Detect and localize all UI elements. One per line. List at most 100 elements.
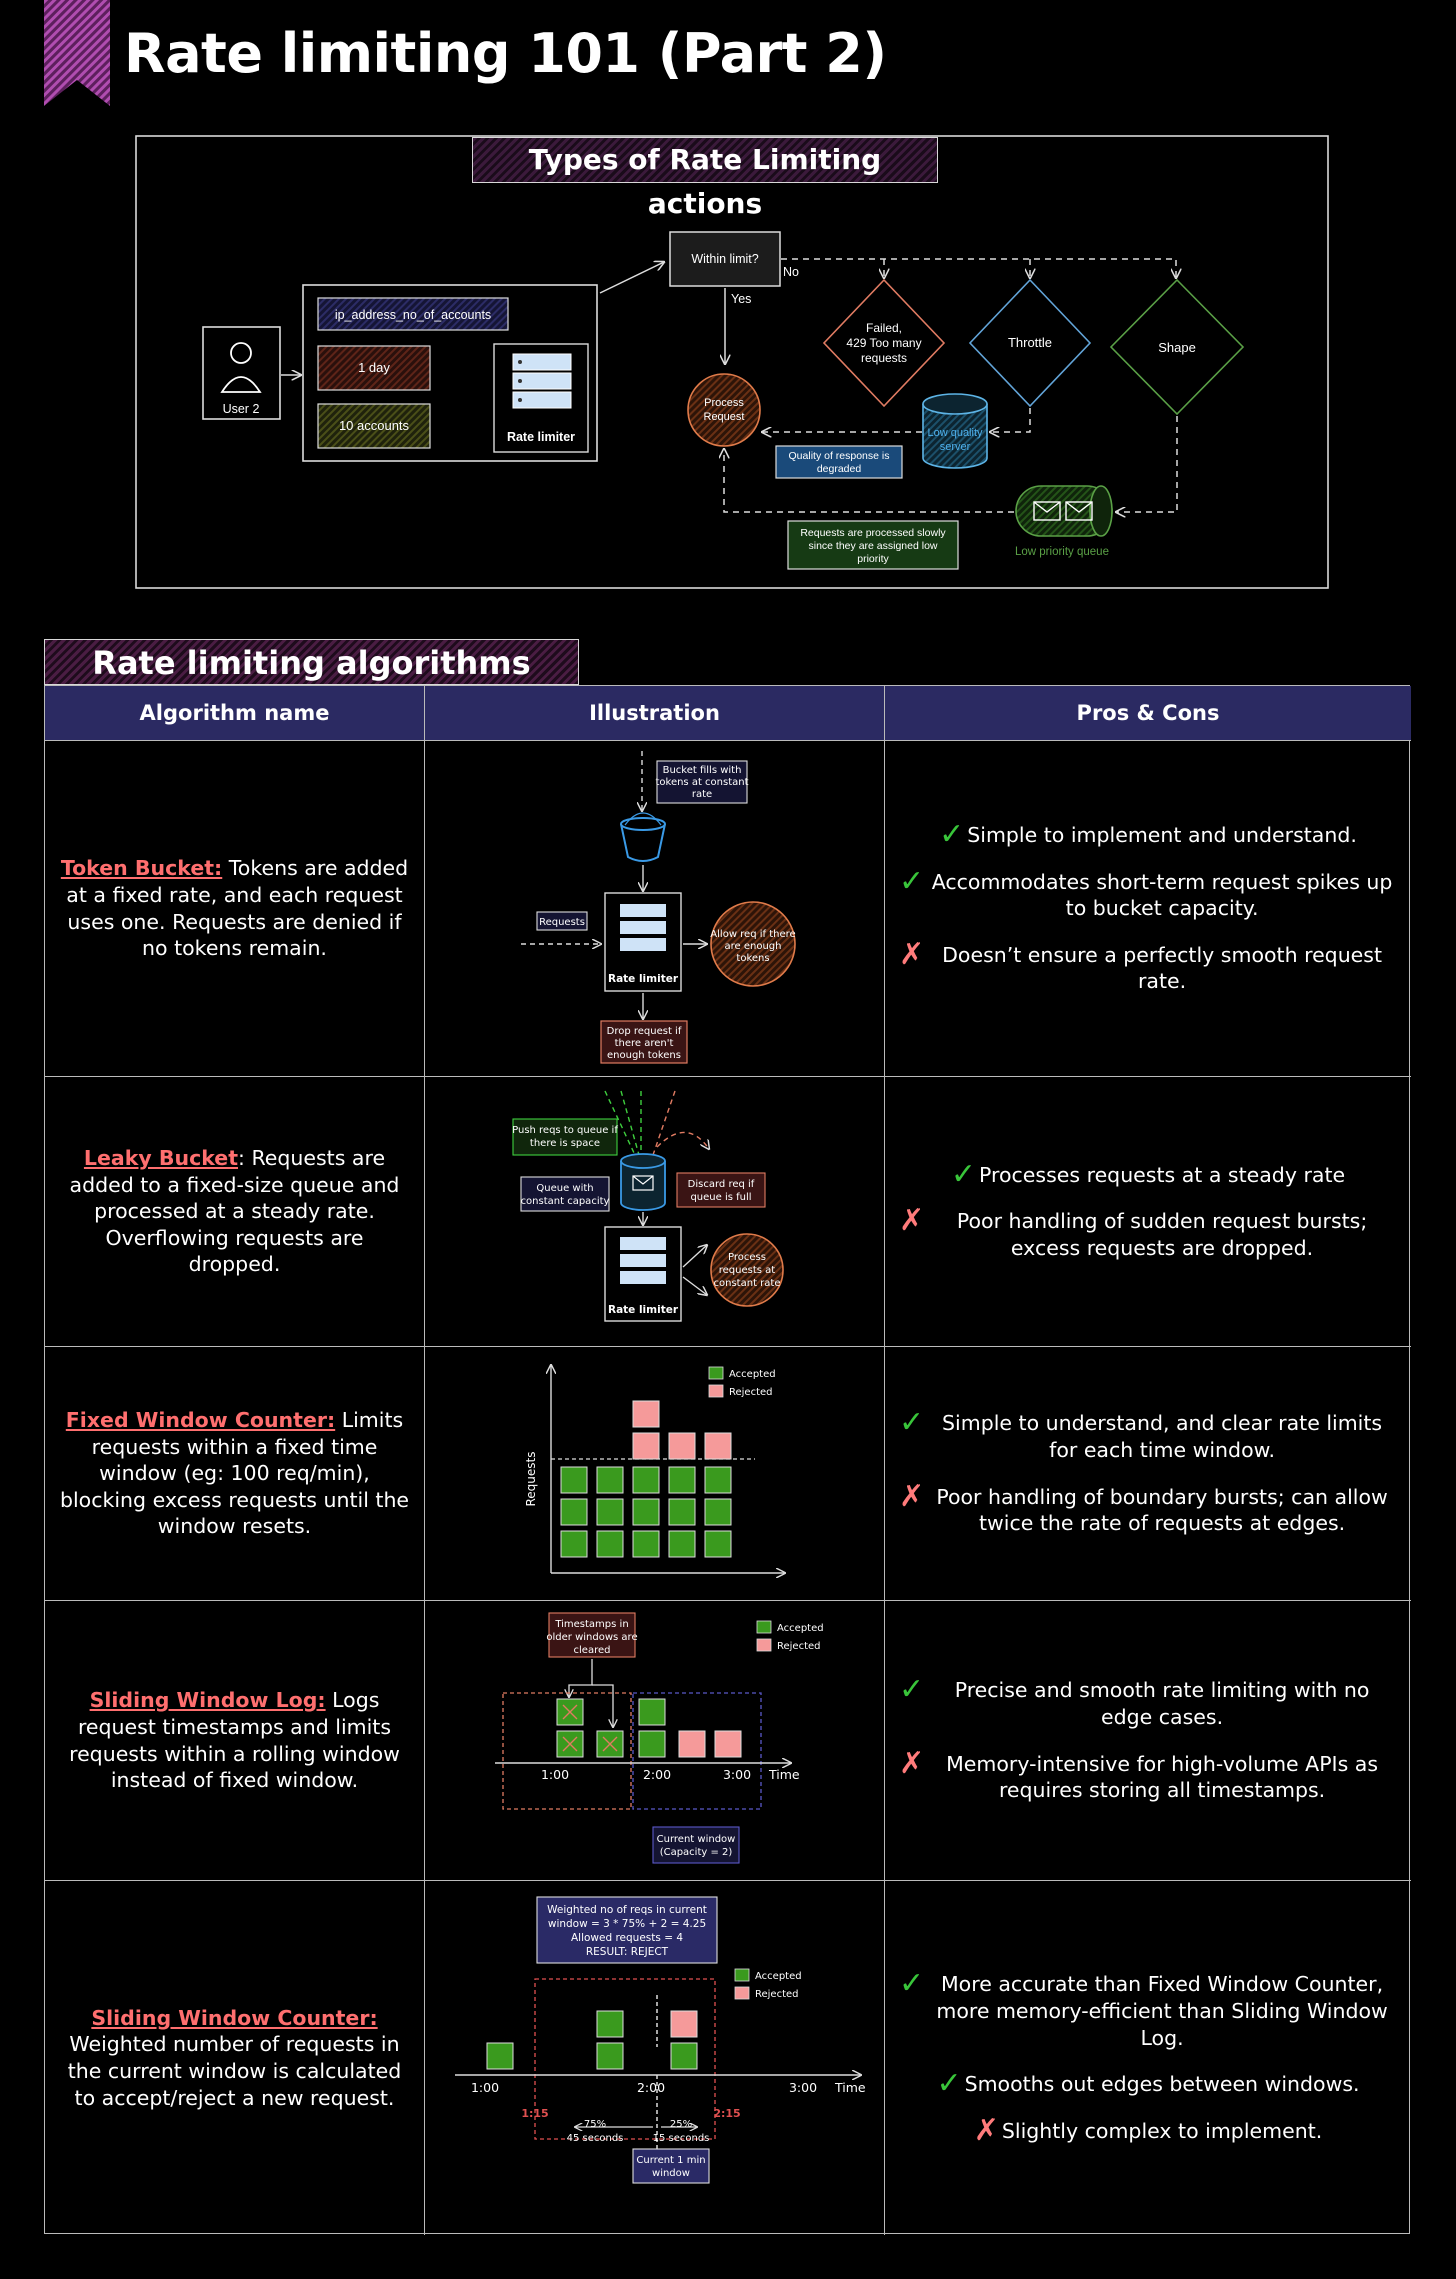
rate-limit-config-box (302, 284, 598, 462)
svg-text:Rate limiter: Rate limiter (608, 973, 679, 985)
rate-limiter-server-icon (620, 904, 666, 951)
pros-cons-cell: ✓Simple to implement and understand. ✓Ac… (885, 741, 1411, 1076)
process-request-node (687, 373, 761, 447)
svg-text:45 seconds: 45 seconds (567, 2133, 624, 2144)
leaky-bucket-illustration: Push reqs to queue if there is space Que… (512, 1090, 784, 1322)
con-item: ✗Doesn’t ensure a perfectly smooth reque… (899, 936, 1383, 994)
svg-text:rate: rate (692, 789, 712, 800)
algorithm-name: Sliding Window Counter: (91, 2005, 378, 2030)
svg-text:Timestamps in: Timestamps in (554, 1619, 628, 1630)
illustration-cell: Weighted no of reqs in current window = … (425, 1881, 885, 2235)
pros-cons-cell: ✓Simple to understand, and clear rate li… (885, 1347, 1411, 1600)
check-icon: ✓ (899, 1966, 925, 2002)
table-row: Sliding Window Counter: Weighted number … (45, 1881, 1411, 2235)
pros-cons-cell: ✓Precise and smooth rate limiting with n… (885, 1601, 1411, 1880)
svg-text:Queue with: Queue with (536, 1183, 593, 1194)
rate-limiting-actions-diagram: User 2 ip_address_no_of_accounts 1 day 1… (135, 135, 1329, 589)
svg-text:Accepted: Accepted (729, 1369, 776, 1380)
algorithm-name: Leaky Bucket (83, 1145, 239, 1170)
svg-text:priority: priority (857, 553, 889, 565)
svg-text:Rate limiter: Rate limiter (608, 1304, 679, 1316)
table-row: Token Bucket: Tokens are added at a fixe… (45, 741, 1411, 1077)
server-icon (512, 353, 572, 409)
table-row: Sliding Window Log: Logs request timesta… (45, 1601, 1411, 1881)
check-icon: ✓ (936, 2066, 962, 2102)
pro-item: ✓Precise and smooth rate limiting with n… (899, 1672, 1370, 1729)
svg-text:Drop request if: Drop request if (607, 1026, 682, 1037)
sliding-window-log-illustration: Timestamps in older windows are cleared … (495, 1612, 824, 1864)
illustration-cell: Timestamps in older windows are cleared … (425, 1601, 885, 1880)
pro-item: ✓More accurate than Fixed Window Counter… (899, 1966, 1388, 2050)
algorithm-description: Tokens are added at a fixed rate, and ea… (66, 856, 409, 961)
check-icon: ✓ (899, 1405, 925, 1441)
svg-text:cleared: cleared (574, 1645, 611, 1656)
svg-text:since they are assigned low: since they are assigned low (809, 540, 938, 552)
svg-text:Bucket fills with: Bucket fills with (663, 765, 742, 776)
cross-icon: ✗ (899, 1745, 925, 1781)
svg-text:(Capacity = 2): (Capacity = 2) (660, 1847, 733, 1858)
page-title: Rate limiting 101 (Part 2) (124, 22, 887, 85)
con-item: ✗Poor handling of sudden request bursts;… (899, 1203, 1368, 1260)
illustration-cell: Requests Accepted Rejected (425, 1347, 885, 1600)
illustration-cell: Push reqs to queue if there is space Que… (425, 1077, 885, 1346)
pro-item: ✓Processes requests at a steady rate (950, 1156, 1346, 1192)
svg-text:Rejected: Rejected (777, 1641, 821, 1652)
shape-label: Shape (1158, 340, 1196, 355)
limit-chip: 10 accounts (339, 418, 410, 433)
algorithm-description: Weighted number of requests in the curre… (67, 2032, 402, 2110)
svg-text:75%: 75% (584, 2119, 606, 2130)
check-icon: ✓ (899, 1672, 925, 1708)
svg-text:Discard req if: Discard req if (688, 1179, 755, 1190)
svg-text:1:00: 1:00 (471, 2080, 499, 2095)
svg-text:Accepted: Accepted (777, 1623, 824, 1634)
algorithm-name-cell: Leaky Bucket: Requests are added to a fi… (45, 1077, 425, 1346)
svg-text:25%: 25% (670, 2119, 692, 2130)
svg-text:degraded: degraded (817, 463, 862, 475)
svg-text:Requests: Requests (539, 917, 585, 928)
svg-text:server: server (940, 441, 971, 453)
svg-text:Low quality: Low quality (927, 427, 983, 439)
svg-text:2:00: 2:00 (637, 2080, 665, 2095)
algorithm-name-cell: Fixed Window Counter: Limits requests wi… (45, 1347, 425, 1600)
svg-text:Current window: Current window (657, 1834, 736, 1845)
shape-diamond (1109, 278, 1245, 416)
svg-text:enough tokens: enough tokens (607, 1050, 681, 1061)
decision-box (669, 231, 781, 287)
svg-text:window = 3 * 75% + 2 = 4.25: window = 3 * 75% + 2 = 4.25 (548, 1918, 706, 1930)
svg-text:constant capacity: constant capacity (521, 1196, 610, 1207)
decision-label: Within limit? (691, 252, 758, 266)
actions-frame (135, 135, 1329, 589)
svg-text:2:00: 2:00 (643, 1767, 671, 1782)
throttle-label: Throttle (1008, 335, 1052, 350)
algorithm-name-cell: Sliding Window Counter: Weighted number … (45, 1881, 425, 2235)
svg-text:tokens: tokens (736, 953, 769, 964)
svg-text:constant rate: constant rate (714, 1278, 781, 1289)
table-row: Fixed Window Counter: Limits requests wi… (45, 1347, 1411, 1601)
cross-icon: ✗ (973, 2112, 999, 2148)
header-algorithm-name: Algorithm name (45, 686, 425, 741)
algorithm-name: Fixed Window Counter: (65, 1407, 336, 1432)
queue-cylinder-icon (620, 1153, 666, 1211)
cross-icon: ✗ (899, 936, 925, 972)
svg-text:Requests are processed slowly: Requests are processed slowly (800, 527, 946, 539)
header-pros-cons: Pros & Cons (885, 686, 1411, 741)
svg-text:Current 1 min: Current 1 min (636, 2155, 705, 2166)
svg-text:Allow req if there: Allow req if there (710, 929, 795, 940)
svg-text:Time: Time (834, 2080, 866, 2095)
algorithm-description: Limits requests within a fixed time wind… (59, 1407, 410, 1539)
con-item: ✗Poor handling of boundary bursts; can a… (899, 1478, 1388, 1536)
pro-item: ✓Simple to implement and understand. (939, 816, 1357, 852)
svg-text:requests: requests (861, 351, 907, 365)
rate-limiter-server-icon (620, 1237, 666, 1284)
low-priority-queue-label: Low priority queue (1015, 546, 1109, 558)
svg-text:Accepted: Accepted (755, 1971, 802, 1982)
sliding-window-counter-illustration: Weighted no of reqs in current window = … (455, 1896, 866, 2184)
svg-text:RESULT: REJECT: RESULT: REJECT (586, 1946, 669, 1958)
svg-text:Rejected: Rejected (755, 1989, 799, 2000)
algorithm-name-cell: Token Bucket: Tokens are added at a fixe… (45, 741, 425, 1076)
svg-text:Rejected: Rejected (729, 1387, 773, 1398)
cross-icon: ✗ (899, 1478, 925, 1514)
svg-text:Failed,: Failed, (866, 321, 902, 335)
failed-diamond (822, 278, 946, 408)
svg-text:Push reqs to queue if: Push reqs to queue if (512, 1125, 618, 1136)
